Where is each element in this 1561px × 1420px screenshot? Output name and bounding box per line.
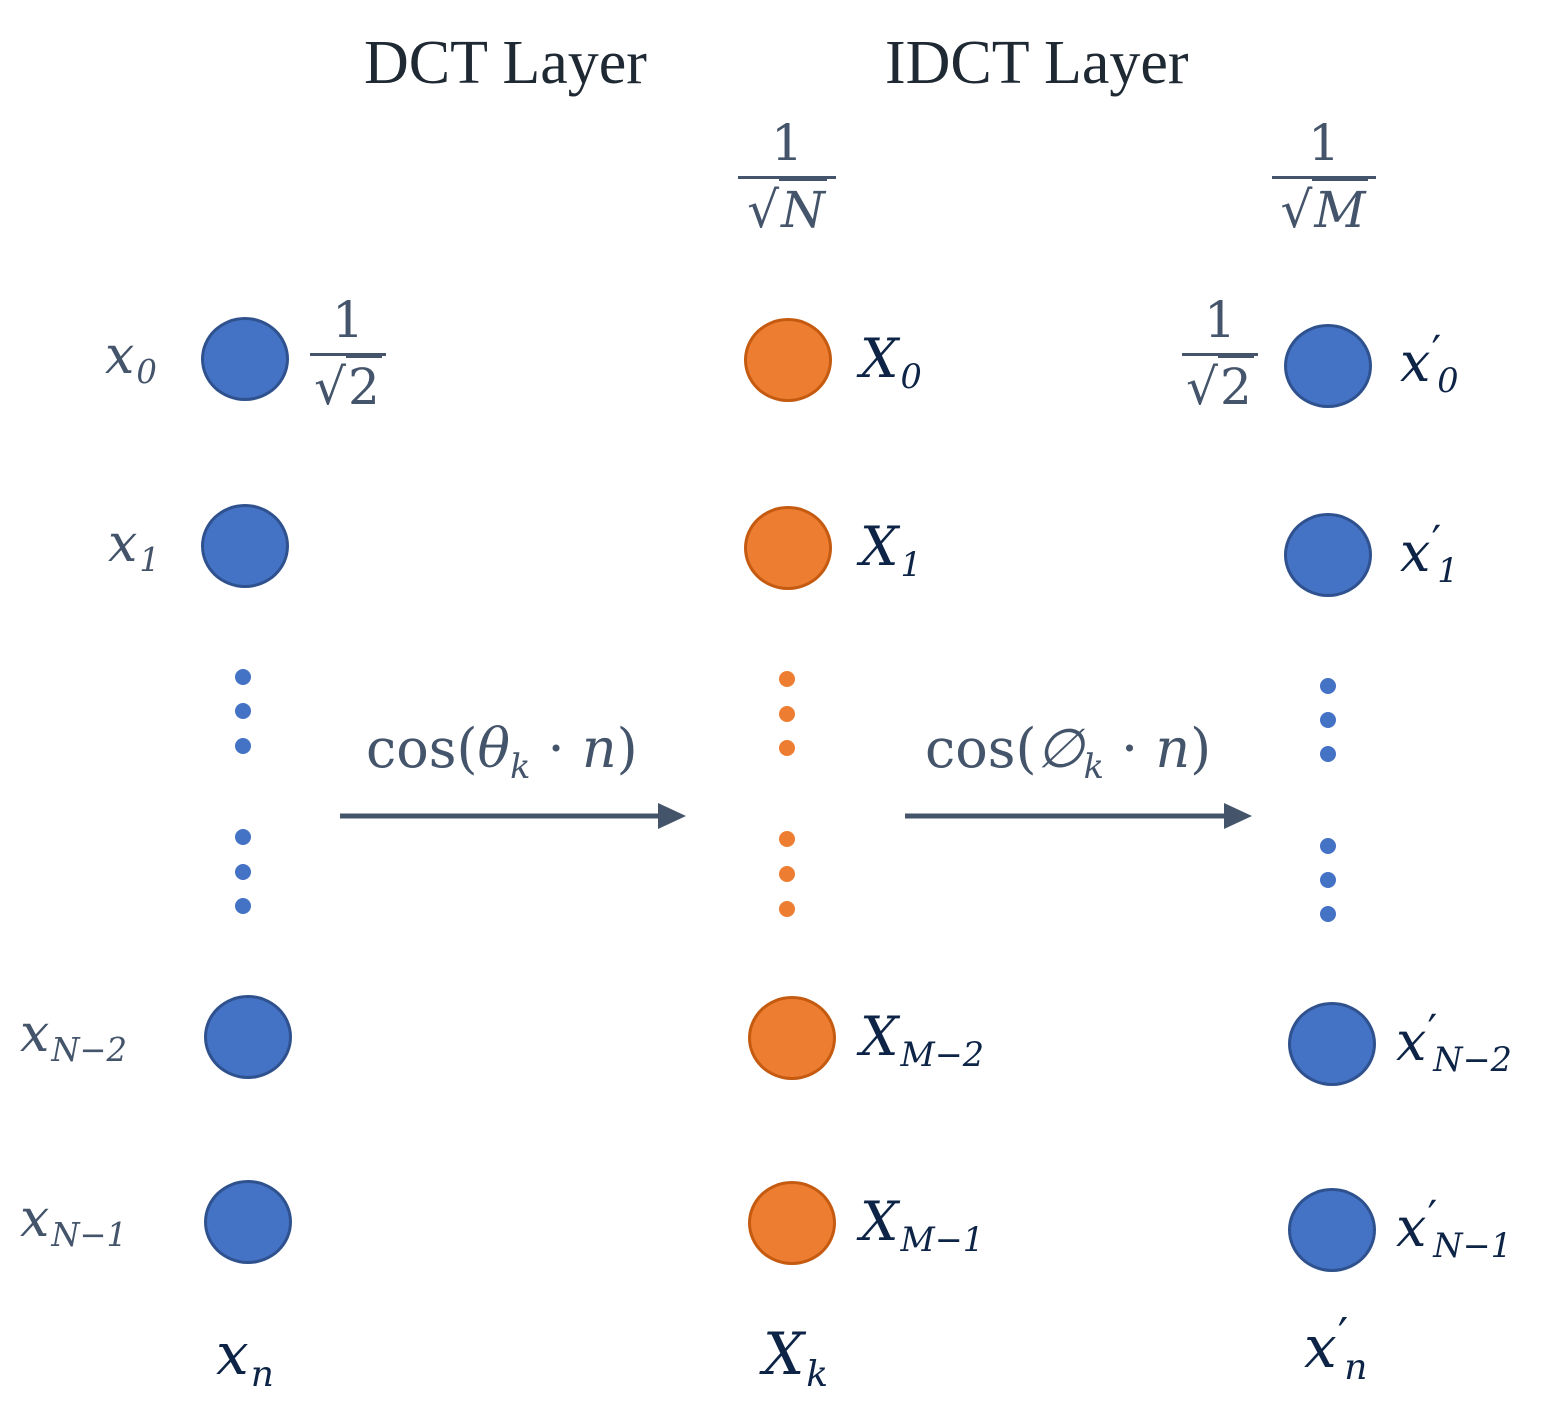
output-node-N-2	[1288, 1002, 1376, 1086]
output-label-x0: x′0	[1400, 326, 1459, 400]
input-scale-fraction: 1 √2	[310, 295, 386, 416]
dct-column-label: Xk	[763, 1320, 829, 1395]
output-node-1	[1284, 513, 1372, 597]
dct-label-X1: X1	[860, 515, 922, 584]
output-column-label: x′n	[1304, 1307, 1368, 1388]
input-ellipsis-dot	[235, 864, 251, 880]
idct-layer-title: IDCT Layer	[885, 29, 1189, 97]
output-ellipsis-dot	[1320, 712, 1336, 728]
idct-arrow	[905, 803, 1252, 829]
output-ellipsis-dot	[1320, 872, 1336, 888]
dct-ellipsis-dot	[779, 866, 795, 882]
output-ellipsis-dot	[1320, 746, 1336, 762]
idct-scale-fraction: 1 √M	[1272, 118, 1376, 239]
dct-node-1	[744, 506, 832, 590]
input-ellipsis-dot	[235, 703, 251, 719]
output-label-x1: x′1	[1400, 516, 1459, 590]
dct-ellipsis-dot	[779, 831, 795, 847]
input-ellipsis-dot	[235, 738, 251, 754]
dct-scale-fraction: 1 √N	[738, 118, 836, 239]
input-node-N-2	[204, 995, 292, 1079]
dct-transform-label: cos(θk · n)	[366, 717, 638, 786]
output-ellipsis-dot	[1320, 678, 1336, 694]
output-label-xN-2: x′N−2	[1396, 1005, 1512, 1079]
dct-node-M-2	[748, 996, 836, 1080]
input-label-x1: x1	[108, 514, 160, 580]
input-label-xN-2: xN−2	[20, 1004, 128, 1070]
input-label-xN-1: xN−1	[20, 1189, 128, 1255]
input-ellipsis-dot	[235, 898, 251, 914]
dct-ellipsis-dot	[779, 901, 795, 917]
output-node-N-1	[1288, 1188, 1376, 1272]
dct-label-X0: X0	[860, 327, 922, 396]
output-ellipsis-dot	[1320, 906, 1336, 922]
output-scale-fraction: 1 √2	[1182, 295, 1258, 416]
input-node-1	[201, 504, 289, 588]
input-node-N-1	[204, 1180, 292, 1264]
dct-layer-title: DCT Layer	[364, 29, 647, 97]
input-ellipsis-dot	[235, 669, 251, 685]
input-node-0	[201, 317, 289, 401]
dct-label-XM-2: XM−2	[860, 1005, 985, 1074]
dct-node-0	[744, 318, 832, 402]
output-node-0	[1284, 324, 1372, 408]
dct-ellipsis-dot	[779, 706, 795, 722]
dct-node-M-1	[748, 1181, 836, 1265]
input-ellipsis-dot	[235, 829, 251, 845]
output-ellipsis-dot	[1320, 838, 1336, 854]
idct-transform-label: cos(∅k · n)	[925, 717, 1212, 786]
dct-ellipsis-dot	[779, 740, 795, 756]
dct-arrow	[340, 803, 686, 829]
output-label-xN-1: x′N−1	[1396, 1191, 1512, 1265]
input-column-label: xn	[216, 1320, 274, 1395]
dct-label-XM-1: XM−1	[860, 1190, 985, 1259]
input-label-x0: x0	[105, 326, 157, 392]
dct-ellipsis-dot	[779, 671, 795, 687]
